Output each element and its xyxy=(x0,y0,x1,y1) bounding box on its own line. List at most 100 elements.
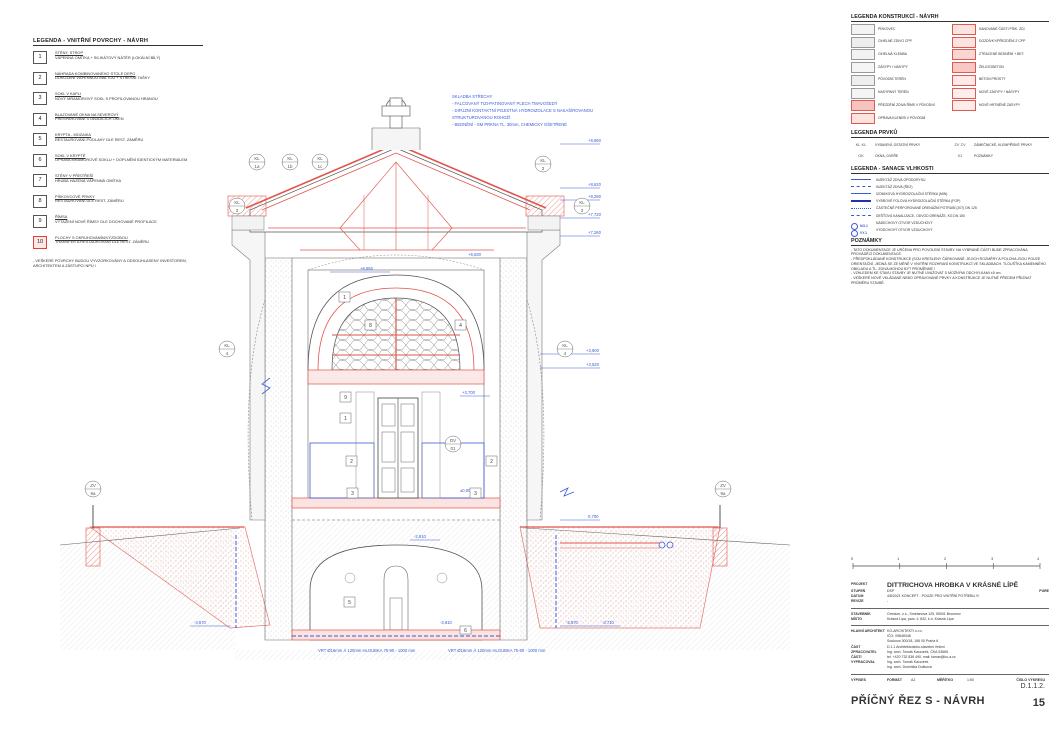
surfaces-legend-text: PŘESPAROVÁNÍ STÁVAJÍCÍCH OKEN xyxy=(55,116,124,122)
material-legend-item: ZÁSYPY / NÁSYPY xyxy=(851,62,948,74)
note-item: - VZHLEDEM KE STAVU STAVBY JE NUTNÉ UVAŽ… xyxy=(851,271,1002,276)
svg-text:9a: 9a xyxy=(721,491,726,496)
material-legend-item: NOVÉ HRTNĚNÉ ZÁSYPY xyxy=(952,100,1049,112)
material-label: ŽELEZOBETON xyxy=(979,64,1004,69)
surfaces-legend-note: - VEŠKERÉ POVRCHY BUDOU VYVZORKOVÁNY A O… xyxy=(33,258,187,268)
author-key: ZPRACOVATEL ČÁSTI xyxy=(851,649,877,660)
surfaces-legend-text: RESTAUROVÁNÍ DLE REST. ZÁMĚRU xyxy=(55,198,124,204)
moisture-legend-title: LEGENDA - SANACE VLHKOSTI xyxy=(851,166,1049,174)
drill-note-left: VRT Ø16mm Á 120mm HLOUBKA 75-90 - 1000 m… xyxy=(318,648,416,653)
material-label: NASYPANÝ TERÉN xyxy=(878,90,909,95)
drafted-name-2: Ing. arch. Dominika Dušková xyxy=(887,665,932,670)
fence-left xyxy=(85,505,101,567)
svg-text:1b: 1b xyxy=(288,164,293,169)
architect-firm: KO-ARCHITEKTI s.r.o. xyxy=(887,629,923,634)
moisture-legend-item: INJEKTÁŽ ZDIVA (ŘEZ) xyxy=(851,183,1049,190)
material-label: OPRAVA KLENEB V PŮVODNÍ xyxy=(878,115,926,120)
terrain xyxy=(59,526,791,660)
surfaces-legend-text: VÁPENNÁ OMÍTKA + SILIKÁTOVÝ NÁTĚR (LOKÁL… xyxy=(55,54,161,60)
level-6650: +6,650 xyxy=(360,266,374,271)
surfaces-legend-heading: NÁHRADA KOMBINOVANÉHO STOLE DEPO xyxy=(55,70,136,76)
crypt xyxy=(291,520,501,641)
tag-3: 3 xyxy=(346,487,359,499)
drawing-number-key: ČÍSLO VÝKRESU xyxy=(1016,677,1045,682)
part-key: ČÁST xyxy=(851,644,861,649)
svg-text:3: 3 xyxy=(351,491,354,497)
svg-text:9a: 9a xyxy=(91,491,96,496)
tag-9: 9 xyxy=(339,391,352,403)
stage-key: STUPEŇ xyxy=(851,589,866,593)
material-label: CIHELNÁ KLENBA xyxy=(878,52,908,57)
tag-2b: 2 xyxy=(485,455,498,467)
svg-text:8: 8 xyxy=(369,323,372,329)
surfaces-legend-number: 8 xyxy=(33,194,47,208)
note-item: - PŘEDPOKLÁDANÉ KONSTRUKCE (SOU KRESLENY… xyxy=(851,257,1046,271)
surfaces-legend-number: 10 xyxy=(33,235,47,249)
level-8290: +8,290 xyxy=(588,194,602,199)
material-legend-item: ZTRACENÉ BEDNĚNÍ + BET. xyxy=(952,49,1049,61)
surfaces-legend-number: 7 xyxy=(33,174,47,187)
sheet-title: PŘÍČNÝ ŘEZ S - NÁVRH xyxy=(851,694,985,707)
notes-title: POZNÁMKY xyxy=(851,238,1049,246)
svg-text:ZV: ZV xyxy=(720,483,726,488)
material-label: ZTRACENÉ BEDNĚNÍ + BET. xyxy=(979,52,1025,57)
moisture-sanitation-lines xyxy=(235,377,674,637)
material-swatch xyxy=(851,24,875,36)
material-swatch xyxy=(851,112,875,124)
scale-tick-0: 0 xyxy=(851,556,854,561)
material-swatch xyxy=(851,74,875,86)
material-swatch xyxy=(851,62,875,74)
circle-icon xyxy=(851,229,858,237)
svg-text:DV: DV xyxy=(450,438,456,443)
tag-2: 2 xyxy=(345,455,358,467)
moisture-tag: NO.1 xyxy=(860,224,868,229)
pure-tag: PURE xyxy=(1039,589,1049,593)
svg-text:KL: KL xyxy=(234,200,240,205)
svg-text:1: 1 xyxy=(343,295,346,301)
svg-text:KL: KL xyxy=(287,156,293,161)
surfaces-legend-number: 6 xyxy=(33,153,47,167)
architect-address: Soukova 300/18, 166 00 Praha 6 xyxy=(887,639,939,644)
tag-kl-2-left: KL3 xyxy=(228,197,246,215)
surfaces-legend-title: LEGENDA - VNITŘNÍ POVRCHY - NÁVRH xyxy=(33,38,203,46)
date-value: 4/8/2021 KONCEPT - POUZE PRO VNITŘNÍ POT… xyxy=(887,594,979,599)
element-label: OKNA, DVEŘE xyxy=(875,153,899,158)
moisture-legend-item: INJEKTÁŽ ZDIVA OPODORYSU xyxy=(851,176,1049,183)
svg-text:4: 4 xyxy=(459,323,462,329)
surfaces-legend-heading: PÍSKOVCOVÉ PRVKY xyxy=(55,193,95,199)
svg-text:1c: 1c xyxy=(318,164,323,169)
svg-text:1: 1 xyxy=(344,416,347,422)
material-swatch xyxy=(851,100,875,112)
surfaces-legend-number: 2 xyxy=(33,71,47,85)
level-3520: +3,520 xyxy=(586,362,600,367)
svg-text:1a: 1a xyxy=(255,164,260,169)
svg-text:KL: KL xyxy=(254,156,260,161)
surfaces-legend-number: 1 xyxy=(33,51,47,64)
moisture-label: IZOMIXOVÁ HYDROIZOLAČNÍ STĚRKA (MIN) xyxy=(876,191,948,196)
svg-text:4: 4 xyxy=(564,351,567,356)
surfaces-legend-text: NOVÝ MRAMOROVÝ SOKL S PROFILOVANOU HRANO… xyxy=(55,95,158,101)
scale-tick-4: 4 xyxy=(1037,556,1040,561)
tag-1b: 1 xyxy=(339,412,352,424)
svg-text:KL: KL xyxy=(579,200,585,205)
roof-note-2: - DIFÚZNÍ KONTAKTNÍ POJISTNÁ HYDROIZOLAC… xyxy=(452,108,593,113)
tag-6: 6 xyxy=(459,625,472,635)
tag-kl-3-right: KL3 xyxy=(573,197,591,215)
tomb-walls xyxy=(231,229,561,641)
material-legend-item: ŽELEZOBETON xyxy=(952,62,1049,74)
scale-bar: 0 1 2 3 4 xyxy=(851,556,1041,569)
author-name: Ing. arch. Tomáš Kaczorek, ČKA 03665 xyxy=(887,649,949,654)
